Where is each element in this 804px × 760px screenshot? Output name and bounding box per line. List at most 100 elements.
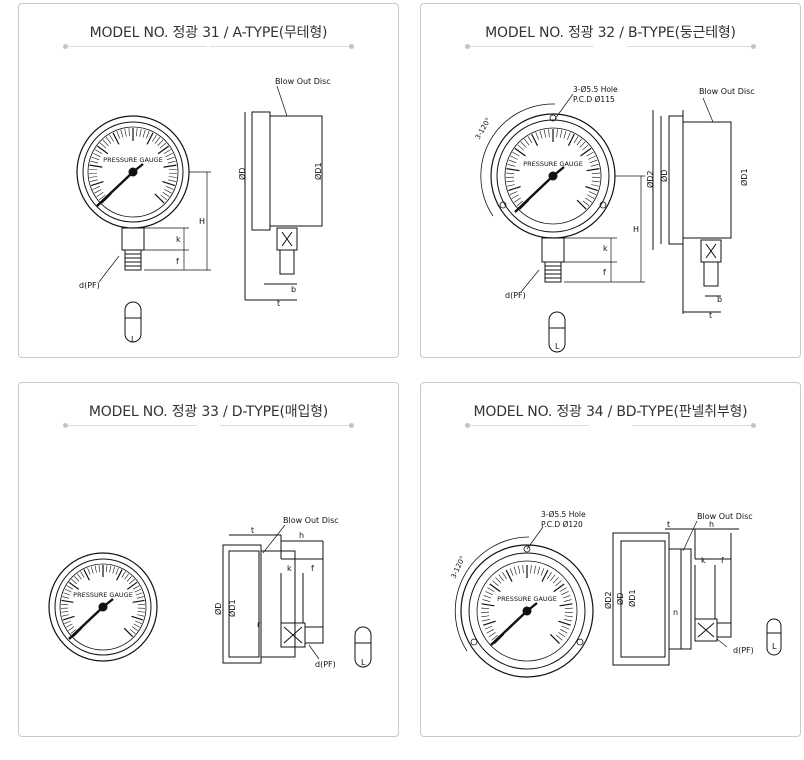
dial-tick (585, 197, 593, 203)
dim-H-label: H (199, 217, 205, 226)
gauge-front-view (76, 115, 190, 229)
dial-tick (152, 134, 157, 142)
dim-k-label: k (287, 564, 292, 573)
dial-tick (506, 168, 520, 172)
dim-f-label: f (311, 564, 314, 573)
blow-out-disc-label: Blow Out Disc (283, 516, 339, 525)
dial-tick (137, 611, 145, 613)
dial-tick (164, 189, 172, 194)
dial-tick (62, 596, 70, 599)
dial-tick (561, 591, 569, 596)
dial-tick (129, 578, 135, 585)
dial-tick (166, 156, 175, 161)
dim-h-label: h (299, 531, 304, 540)
dial-tick (98, 565, 101, 573)
gauge-front-view (454, 536, 594, 678)
dim-phi-d-label: ØD (615, 593, 625, 605)
dial-tick (550, 574, 556, 582)
d-pf-label: d(PF) (79, 281, 100, 290)
dial-tick (513, 566, 517, 575)
divider-dot (349, 423, 354, 428)
gauge-front-view (48, 552, 158, 662)
dial-tick (157, 139, 164, 146)
dial-tick (162, 191, 170, 197)
dial-tick (116, 569, 123, 581)
dial-tick (165, 186, 174, 190)
dial-tick (63, 592, 71, 596)
dim-f-label: f (721, 556, 724, 565)
gauge-front-view (480, 103, 616, 239)
dial-tick (136, 128, 138, 137)
dial-tick (163, 149, 172, 154)
dial-tick (133, 623, 140, 628)
divider-dot (63, 44, 68, 49)
dial-tick (481, 615, 490, 618)
dial-tick (120, 129, 124, 138)
dim-phi-d-label: ØD (659, 170, 669, 182)
dial-tick (492, 580, 499, 587)
dial-tick (559, 587, 567, 592)
dial-tick (77, 573, 82, 580)
dial-tick (109, 565, 112, 573)
thread-plug (548, 311, 566, 353)
dial-tick (121, 571, 126, 578)
dial-tick (115, 567, 119, 575)
dial-tick (558, 620, 571, 626)
technical-drawing: PRESSURE GAUGE 3-120° 3-Ø5.5 Hole P.C.D … (474, 85, 755, 353)
dial-tick (94, 189, 102, 194)
model-title: MODEL NO. 정광 33 / D-TYPE(매입형) (19, 401, 398, 421)
card-header: MODEL NO. 정광 31 / A-TYPE(무테형) (19, 22, 398, 50)
divider (469, 46, 594, 47)
dial-tick (563, 599, 572, 602)
model-card-31: MODEL NO. 정광 31 / A-TYPE(무테형) PRESSURE G… (18, 3, 399, 358)
divider-dot (349, 44, 354, 49)
dim-t-label: t (251, 526, 254, 535)
blow-out-disc-label: Blow Out Disc (275, 77, 331, 86)
dial-tick (129, 629, 136, 635)
dial-tick (591, 172, 600, 174)
gauge-side-view (652, 110, 732, 314)
blow-out-disc-label: Blow Out Disc (697, 512, 753, 521)
divider-dot (751, 423, 756, 428)
dim-phi-d-label: ØD (237, 168, 247, 180)
dial-tick (582, 144, 589, 151)
dimension-lines (144, 171, 211, 271)
dial-tick (131, 615, 144, 621)
dial-tick (549, 633, 560, 644)
dial-tick (105, 137, 112, 144)
dial-tick (154, 137, 161, 144)
dial-tick (510, 155, 518, 160)
dial-tick (484, 625, 493, 630)
dim-phi-d2-label: ØD2 (603, 591, 613, 609)
hole-label: 3-Ø5.5 Hole (573, 85, 618, 94)
dial-tick (506, 172, 515, 174)
dial-tick (482, 618, 490, 622)
dial-tick (573, 136, 579, 144)
dial-tick (537, 566, 541, 575)
dial-tick (66, 585, 74, 590)
dial-tick (68, 581, 80, 590)
gauge-dial-label: PRESSURE GAUGE (497, 595, 557, 603)
dial-tick (89, 168, 98, 171)
dial-tick (540, 568, 545, 576)
dial-tick (61, 599, 74, 603)
dim-b-label: b (291, 285, 296, 294)
dial-tick (512, 151, 520, 157)
gauge-side-view (612, 528, 739, 666)
dial-tick (157, 145, 169, 155)
dial-tick (561, 625, 570, 630)
dial-tick (160, 194, 168, 201)
dial-tick (514, 147, 526, 157)
dial-tick (64, 588, 72, 593)
dial-tick (579, 141, 586, 148)
dial-tick (83, 569, 90, 581)
technical-drawing: PRESSURE GAUGE t h k f Blow Out Disc ØD … (48, 516, 372, 669)
dim-t-label: t (277, 299, 280, 308)
dial-tick (535, 132, 539, 140)
dim-L-label: L (772, 642, 777, 651)
dial-tick (591, 180, 600, 183)
dial-tick (539, 130, 543, 139)
dial-tick (530, 565, 532, 574)
gauge-dial-label: PRESSURE GAUGE (523, 160, 583, 168)
dial-tick (102, 139, 109, 146)
